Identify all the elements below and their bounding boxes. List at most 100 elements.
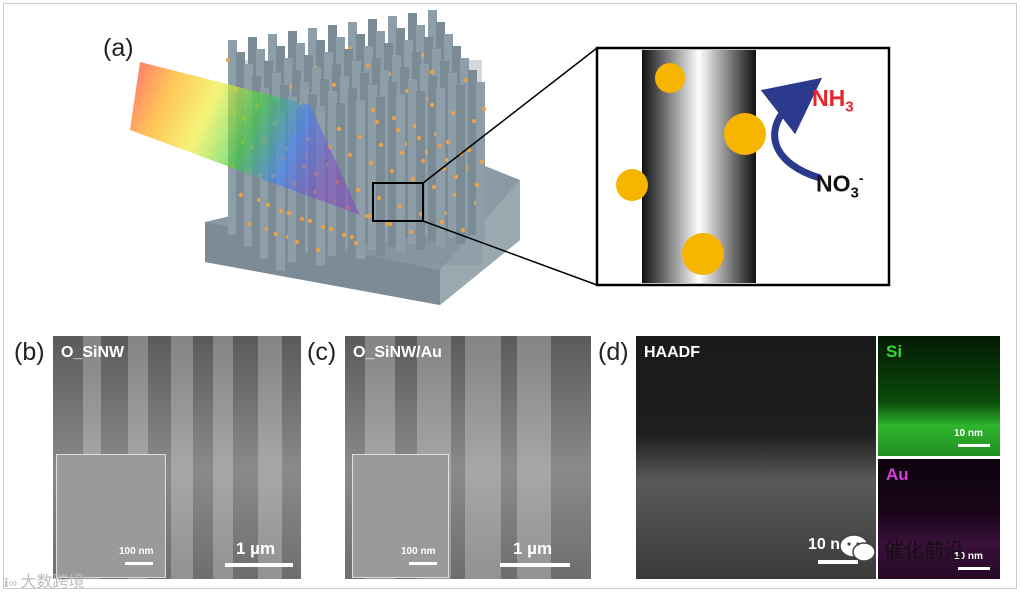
- watermark-left-text: 大数跨境: [20, 574, 85, 591]
- nanowire: [436, 88, 445, 247]
- au-nanoparticle: [238, 192, 244, 198]
- au-nanoparticle: [307, 218, 313, 224]
- nanowire: [368, 85, 377, 250]
- si-scale-label: 10 nm: [954, 428, 983, 439]
- au-nanoparticle: [481, 106, 487, 112]
- au-nanoparticle: [450, 110, 456, 116]
- au-nanoparticle: [479, 159, 485, 165]
- sem-c-title: O_SiNW/Au: [353, 344, 442, 361]
- au-nanoparticle: [328, 226, 334, 232]
- au-nanoparticle: [376, 195, 382, 201]
- eds-map-si: Si 10 nm: [878, 336, 1000, 456]
- au-nanoparticle: [378, 142, 384, 148]
- au-nanoparticle: [368, 160, 374, 166]
- au-nanoparticle: [365, 63, 371, 69]
- panel-label-b: (b): [14, 338, 45, 366]
- au-label: Au: [886, 465, 909, 484]
- product-subscript: 3: [845, 98, 854, 116]
- scale-label: 1 µm: [513, 539, 553, 558]
- au-nanoparticle: [395, 127, 401, 133]
- au-nanoparticle: [349, 234, 355, 240]
- reactant-label: NO3-: [816, 170, 864, 201]
- nanowire: [356, 100, 365, 259]
- sem-b-title: O_SiNW: [61, 344, 125, 361]
- au-scale-bar: [958, 567, 990, 570]
- au-nanoparticle: [341, 232, 347, 238]
- au-nanoparticle: [474, 182, 480, 188]
- nanowire: [376, 97, 385, 256]
- scale-label: 1 µm: [236, 539, 276, 558]
- nanowire: [348, 88, 357, 253]
- au-nanoparticle: [320, 224, 326, 230]
- au-nanoparticle: [370, 107, 376, 113]
- reactant-formula: NO: [816, 170, 851, 197]
- sem-c-inset: 100 nm: [352, 454, 449, 578]
- au-nanoparticle: [265, 202, 271, 208]
- au-nanoparticle: [399, 150, 405, 156]
- sem-image-c: O_SiNW/Au 100 nm 1 µm: [345, 336, 591, 579]
- au-nanoparticle: [366, 213, 372, 219]
- au-nanoparticle: [429, 102, 435, 108]
- watermark-logo-icon: ℹ∞: [4, 576, 21, 590]
- nanowire: [388, 82, 397, 247]
- au-nanoparticle: [410, 176, 416, 182]
- au-nanoparticle: [463, 77, 469, 83]
- au-scale-label: 10 nm: [954, 551, 983, 562]
- au-nanoparticle: [416, 135, 422, 141]
- nanowire: [396, 94, 405, 253]
- au-nanoparticle: [294, 239, 300, 245]
- au-nanoparticle: [374, 119, 380, 125]
- au-nanoparticle: [246, 221, 252, 227]
- au-nanoparticle: [429, 69, 435, 75]
- nanowire: [416, 91, 425, 250]
- au-nanoparticle: [299, 216, 305, 222]
- sem-image-b: O_SiNW 100 nm 1 µm: [53, 336, 301, 579]
- wechat-icon: [839, 534, 876, 562]
- nanowire: [428, 76, 437, 241]
- au-particle: [724, 113, 766, 155]
- si-label: Si: [886, 342, 903, 361]
- nanowire: [276, 112, 285, 271]
- au-nanoparticle: [286, 210, 292, 216]
- au-nanoparticle: [387, 221, 393, 227]
- au-nanoparticle: [391, 115, 397, 121]
- au-nanoparticle: [355, 187, 361, 193]
- au-nanoparticle: [460, 227, 466, 233]
- scale-bar: [225, 563, 293, 567]
- au-nanoparticle: [336, 126, 342, 132]
- watermark-right-text: 催化前沿: [884, 539, 964, 562]
- inset-scale-bar: [125, 562, 153, 565]
- au-nanoparticle: [353, 240, 359, 246]
- scale-bar: [500, 563, 570, 567]
- watermark-left: ℹ∞ 大数跨境: [4, 568, 84, 592]
- inset-scale-label: 100 nm: [119, 546, 154, 557]
- scale-label: 10 n: [808, 536, 841, 553]
- eds-map-au: Au 10 nm: [878, 459, 1000, 579]
- au-nanoparticle: [278, 208, 284, 214]
- au-nanoparticle: [431, 184, 437, 190]
- nanowire: [448, 73, 457, 238]
- au-nanoparticle: [389, 168, 395, 174]
- au-nanoparticle: [331, 82, 337, 88]
- au-nanoparticle: [315, 247, 321, 253]
- panel-label-c: (c): [307, 338, 337, 366]
- nanowire: [468, 70, 477, 235]
- zoom-region-box: [372, 182, 424, 222]
- au-nanoparticle: [471, 118, 477, 124]
- au-nanoparticle: [273, 231, 279, 237]
- haadf-title: HAADF: [644, 344, 700, 361]
- nanowire: [456, 85, 465, 244]
- light-beam: [130, 62, 360, 215]
- au-nanoparticle: [439, 219, 445, 225]
- figure-frame: [3, 3, 1017, 589]
- haadf-image: HAADF 10 n: [636, 336, 876, 579]
- inset-scale-bar: [409, 562, 437, 565]
- inset-scale-label: 100 nm: [401, 546, 436, 557]
- reactant-subscript: 3: [850, 184, 859, 202]
- si-scale-bar: [958, 444, 990, 447]
- product-label: NH3: [812, 85, 854, 116]
- au-nanoparticle: [347, 152, 353, 158]
- product-formula: NH: [812, 85, 846, 111]
- sem-b-inset: 100 nm: [56, 454, 166, 578]
